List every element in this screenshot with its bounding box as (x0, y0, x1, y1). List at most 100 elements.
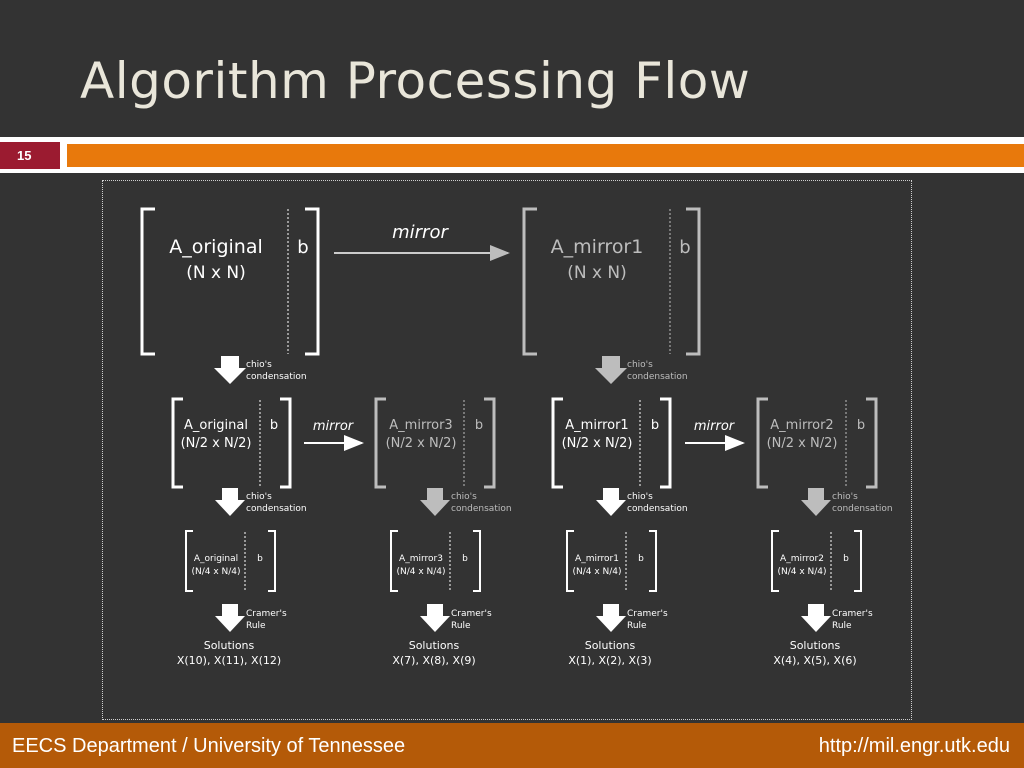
right-bracket (280, 397, 292, 489)
solutions-label: Solutions (409, 639, 460, 652)
rhs-b: b (679, 237, 690, 258)
down-arrow-icon (215, 488, 245, 516)
solutions-label: Solutions (204, 639, 255, 652)
left-bracket (171, 397, 183, 489)
left-bracket (185, 530, 193, 592)
matrix-a-mirror1-half: A_mirror1 (N/2 x N/2) b (551, 397, 672, 489)
chio-condensation-step: chio's condensation (801, 488, 893, 516)
right-bracket (268, 530, 276, 592)
chio-label: chio's (627, 492, 653, 502)
chio-condensation-step: chio's condensation (215, 488, 307, 516)
matrix-a-mirror2-quarter: A_mirror2 (N/4 x N/4) b (771, 530, 862, 592)
right-bracket (686, 207, 701, 356)
footer-bar: EECS Department / University of Tennesse… (0, 723, 1024, 768)
down-arrow-icon (214, 356, 246, 384)
matrix-a-original-quarter: A_original (N/4 x N/4) b (185, 530, 276, 592)
right-bracket (660, 397, 672, 489)
condensation-label: condensation (627, 372, 688, 382)
rhs-b: b (257, 554, 263, 564)
matrix-a-mirror3-half: A_mirror3 (N/2 x N/2) b (374, 397, 496, 489)
down-arrow-icon (801, 604, 831, 632)
rhs-b: b (475, 418, 483, 433)
matrix-name: A_mirror1 (551, 236, 644, 258)
matrix-size: (N/2 x N/2) (181, 436, 252, 451)
matrix-a-mirror1-full: A_mirror1 (N x N) b (522, 207, 701, 356)
condensation-label: condensation (451, 504, 512, 514)
right-bracket (649, 530, 657, 592)
solutions-block: Solutions X(1), X(2), X(3) (568, 639, 651, 667)
matrix-size: (N/2 x N/2) (386, 436, 457, 451)
down-arrow-icon (420, 604, 450, 632)
solutions-block: Solutions X(4), X(5), X(6) (773, 639, 856, 667)
rule-label: Rule (627, 621, 647, 631)
matrix-size: (N/4 x N/4) (572, 567, 621, 577)
rhs-b: b (462, 554, 468, 564)
cramers-rule-step: Cramer's Rule (596, 604, 668, 632)
chio-condensation-step: chio's condensation (595, 356, 688, 384)
chio-condensation-step: chio's condensation (596, 488, 688, 516)
left-bracket (771, 530, 779, 592)
rhs-b: b (857, 418, 865, 433)
matrix-a-mirror1-quarter: A_mirror1 (N/4 x N/4) b (566, 530, 657, 592)
right-bracket (866, 397, 878, 489)
solutions-values: X(10), X(11), X(12) (177, 654, 281, 667)
condensation-label: condensation (246, 504, 307, 514)
matrix-name: A_mirror3 (389, 418, 452, 433)
rhs-b: b (270, 418, 278, 433)
matrix-size: (N x N) (186, 263, 246, 283)
rule-label: Rule (832, 621, 852, 631)
condensation-label: condensation (832, 504, 893, 514)
right-bracket (484, 397, 496, 489)
rhs-b: b (651, 418, 659, 433)
cramers-rule-step: Cramer's Rule (420, 604, 492, 632)
left-bracket (522, 207, 537, 356)
solutions-label: Solutions (790, 639, 841, 652)
footer-department: EECS Department / University of Tennesse… (12, 735, 406, 757)
matrix-size: (N/2 x N/2) (767, 436, 838, 451)
mirror-label: mirror (694, 419, 736, 434)
cramer-label: Cramer's (832, 609, 873, 619)
solutions-block: Solutions X(7), X(8), X(9) (392, 639, 475, 667)
cramer-label: Cramer's (246, 609, 287, 619)
cramers-rule-step: Cramer's Rule (215, 604, 287, 632)
chio-label: chio's (627, 360, 653, 370)
cramer-label: Cramer's (627, 609, 668, 619)
footer-url: http://mil.engr.utk.edu (818, 735, 1010, 757)
matrix-size: (N/4 x N/4) (777, 567, 826, 577)
rule-label: Rule (246, 621, 266, 631)
solutions-block: Solutions X(10), X(11), X(12) (177, 639, 281, 667)
right-bracket (473, 530, 481, 592)
matrix-name: A_mirror2 (770, 418, 833, 433)
matrix-name: A_mirror2 (780, 554, 824, 564)
matrix-a-mirror3-quarter: A_mirror3 (N/4 x N/4) b (390, 530, 481, 592)
down-arrow-icon (596, 604, 626, 632)
cramers-rule-step: Cramer's Rule (801, 604, 873, 632)
solutions-values: X(4), X(5), X(6) (773, 654, 856, 667)
down-arrow-icon (596, 488, 626, 516)
matrix-size: (N/4 x N/4) (396, 567, 445, 577)
matrix-name: A_original (169, 236, 263, 258)
chio-label: chio's (832, 492, 858, 502)
matrix-name: A_mirror3 (399, 554, 443, 564)
matrix-a-original-full: A_original (N x N) b (140, 207, 320, 356)
rhs-b: b (638, 554, 644, 564)
rule-label: Rule (451, 621, 471, 631)
cramer-label: Cramer's (451, 609, 492, 619)
matrix-name: A_original (184, 418, 248, 433)
matrix-size: (N/2 x N/2) (562, 436, 633, 451)
solutions-values: X(7), X(8), X(9) (392, 654, 475, 667)
down-arrow-icon (595, 356, 627, 384)
left-bracket (140, 207, 155, 356)
solutions-values: X(1), X(2), X(3) (568, 654, 651, 667)
chio-label: chio's (246, 360, 272, 370)
chio-condensation-step: chio's condensation (420, 488, 512, 516)
right-bracket (854, 530, 862, 592)
accent-bar (67, 144, 1024, 167)
left-bracket (390, 530, 398, 592)
down-arrow-icon (801, 488, 831, 516)
matrix-a-original-half: A_original (N/2 x N/2) b (171, 397, 292, 489)
condensation-label: condensation (627, 504, 688, 514)
condensation-label: condensation (246, 372, 307, 382)
mirror-label: mirror (313, 419, 355, 434)
